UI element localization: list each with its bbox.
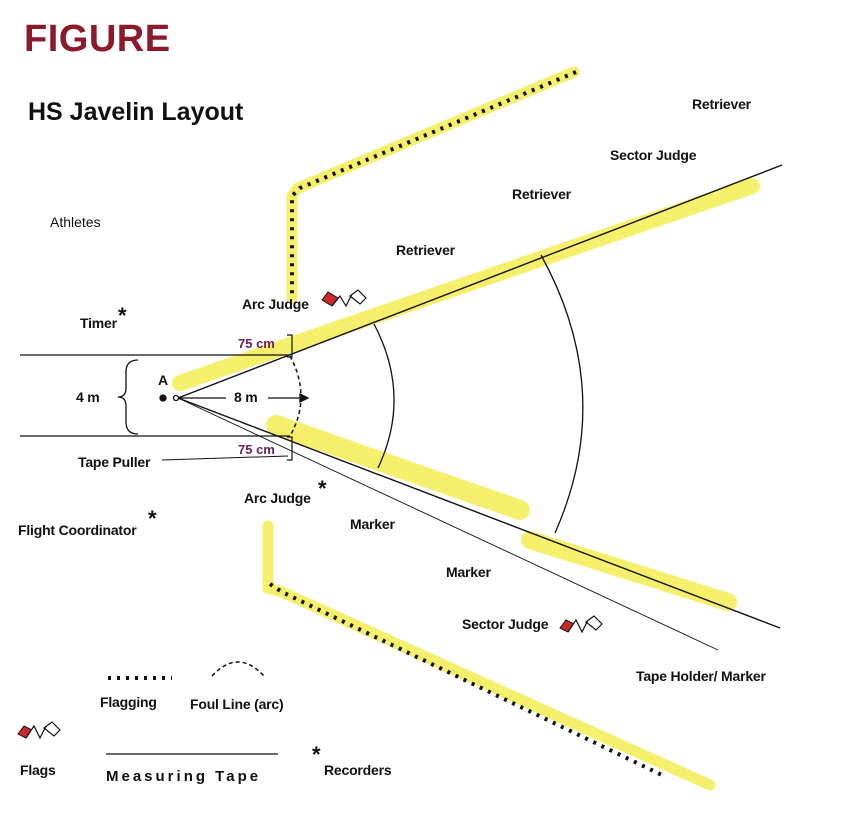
cm-bottom-label: 75 cm: [238, 442, 275, 457]
sector-judge-bottom-label: Sector Judge: [462, 616, 549, 632]
arc-inner: [373, 323, 395, 469]
retriever-1-label: Retriever: [396, 242, 455, 258]
sector-judge-top-label: Sector Judge: [610, 147, 697, 163]
measuring-tape-line: [177, 397, 719, 651]
cm-brackets: [287, 334, 293, 461]
point-a-dot: [159, 394, 167, 402]
arc-judge-bottom-star: *: [318, 476, 327, 501]
eight-m-label: 8 m: [234, 389, 258, 405]
highlight-bottom-flagging: [262, 520, 716, 791]
flight-coordinator-star: *: [148, 506, 157, 531]
athletes-label: Athletes: [50, 214, 101, 230]
legend-foul-line-sample: [211, 661, 265, 677]
highlight-bottom-sector: [266, 415, 530, 520]
marker-1-label: Marker: [350, 516, 395, 532]
diagram-title: HS Javelin Layout: [28, 98, 244, 126]
flag-icon-arc-judge: [321, 289, 367, 308]
legend-measuring-tape-label: Measuring Tape: [106, 768, 262, 785]
cm-top-label: 75 cm: [238, 336, 275, 351]
legend-foul-line-label: Foul Line (arc): [190, 696, 284, 712]
arc-judge-bottom-label: Arc Judge: [244, 490, 311, 506]
four-m-label: 4 m: [76, 389, 100, 405]
timer-star: *: [118, 303, 127, 328]
arc-outer: [540, 254, 584, 534]
flagging-bottom: [268, 582, 665, 778]
legend-graphics: [106, 661, 278, 755]
tape-puller-label: Tape Puller: [78, 454, 151, 470]
timer-label: Timer: [80, 315, 117, 331]
eight-m-arrow: [159, 392, 310, 404]
four-m-brace: [117, 359, 139, 435]
legend-recorders-label: Recorders: [324, 762, 392, 778]
legend-flags-label: Flags: [20, 762, 56, 778]
tape-puller-line: [161, 455, 289, 461]
sector-line-bottom: [177, 397, 781, 629]
legend-flag-icon: [17, 721, 61, 740]
retriever-2-label: Retriever: [512, 186, 571, 202]
tape-holder-label: Tape Holder/ Marker: [636, 668, 766, 684]
arc-judge-top-label: Arc Judge: [242, 296, 309, 312]
retriever-3-label: Retriever: [692, 96, 751, 112]
flagging-top: [290, 70, 577, 298]
figure-header: FIGURE: [24, 18, 171, 60]
legend-recorders-star: *: [312, 742, 321, 767]
flagging-lines: [268, 70, 665, 778]
sector-lines: [177, 164, 783, 651]
legend-flagging-label: Flagging: [100, 694, 157, 710]
arrow-start-dot: [172, 394, 180, 402]
runway: [20, 354, 290, 437]
highlight-top-sector: [172, 178, 760, 391]
distance-arcs: [373, 254, 584, 534]
flight-coordinator-label: Flight Coordinator: [18, 522, 137, 538]
marker-2-label: Marker: [446, 564, 491, 580]
sector-line-top: [177, 164, 783, 399]
flag-icon-sector-judge: [559, 615, 603, 634]
point-a-label: A: [158, 372, 168, 388]
